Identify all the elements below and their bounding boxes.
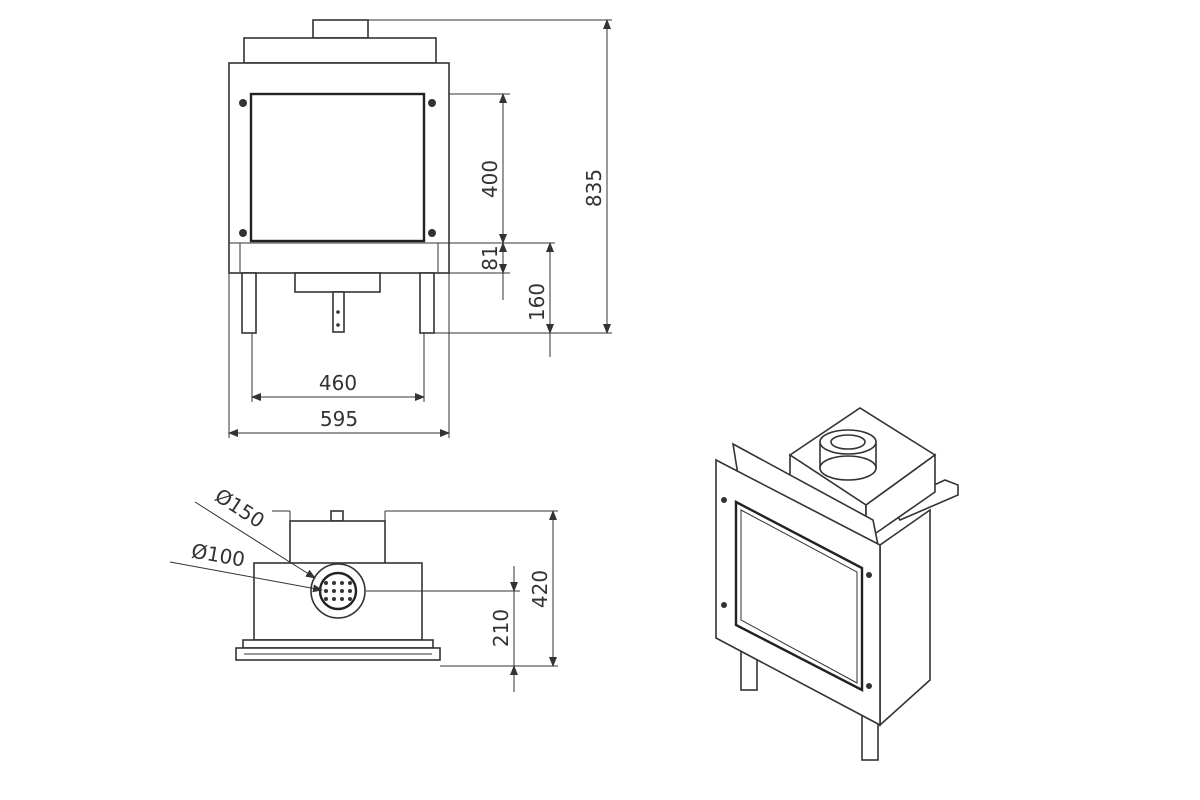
isometric-view (715, 407, 959, 761)
front-frame-plan (242, 639, 434, 649)
dim-400-label: 400 (478, 160, 502, 198)
dim-460-label: 460 (319, 371, 357, 395)
screw-icon (239, 229, 247, 237)
top-view: Ø150 Ø100 210 420 (169, 483, 558, 692)
screw-icon (428, 99, 436, 107)
front-view: 835 400 81 160 460 595 (228, 19, 612, 438)
dim-595-label: 595 (320, 407, 358, 431)
dim-d150-label: Ø150 (211, 483, 269, 532)
glass-panel (249, 92, 426, 243)
glass-iso (734, 500, 864, 692)
side-panel (879, 508, 931, 727)
dim-420-label: 420 (528, 570, 552, 608)
dim-81-label: 81 (478, 245, 502, 270)
front-frame (228, 62, 450, 274)
screw-icon (428, 229, 436, 237)
right-leg (419, 272, 435, 334)
screw-icon (239, 99, 247, 107)
dim-835-label: 835 (582, 169, 606, 207)
flue-vents-icon (324, 581, 352, 601)
dim-210-label: 210 (489, 609, 513, 647)
flue-collar-iso (819, 429, 877, 481)
bracket-box (294, 272, 381, 293)
front-frame-iso (715, 458, 881, 727)
top-box (243, 37, 437, 64)
left-leg (241, 272, 257, 334)
dim-d100-label: Ø100 (190, 539, 247, 572)
flue-collar (312, 19, 369, 39)
dim-160-label: 160 (525, 283, 549, 321)
